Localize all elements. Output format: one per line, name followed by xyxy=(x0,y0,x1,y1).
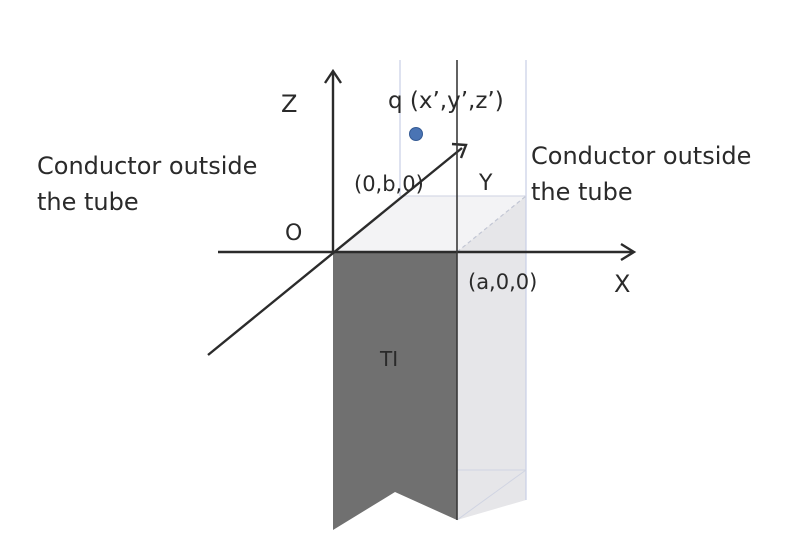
point-a-label: (a,0,0) xyxy=(468,270,538,294)
conductor-right-label: Conductor outside the tube xyxy=(531,142,752,206)
charge-label: q (x’,y’,z’) xyxy=(388,88,504,114)
x-axis-label: X xyxy=(614,270,631,298)
x-axis-arrowhead xyxy=(620,242,637,262)
point-b-label: (0,b,0) xyxy=(354,172,424,196)
ti-region-label: TI xyxy=(380,347,399,371)
origin-label: O xyxy=(285,221,303,246)
charge-dot xyxy=(409,127,423,141)
conductor-left-label: Conductor outside the tube xyxy=(37,152,258,216)
tube-right-face xyxy=(457,196,526,520)
tube-top-face xyxy=(333,196,526,252)
z-axis-label: Z xyxy=(281,90,298,118)
tube-inner-dashed-edge xyxy=(456,195,527,253)
z-axis-arrowhead xyxy=(324,68,342,84)
tube-bottom-diagonal-edge xyxy=(456,469,527,521)
ti-region xyxy=(333,252,457,530)
y-axis-label: Y xyxy=(479,171,493,196)
